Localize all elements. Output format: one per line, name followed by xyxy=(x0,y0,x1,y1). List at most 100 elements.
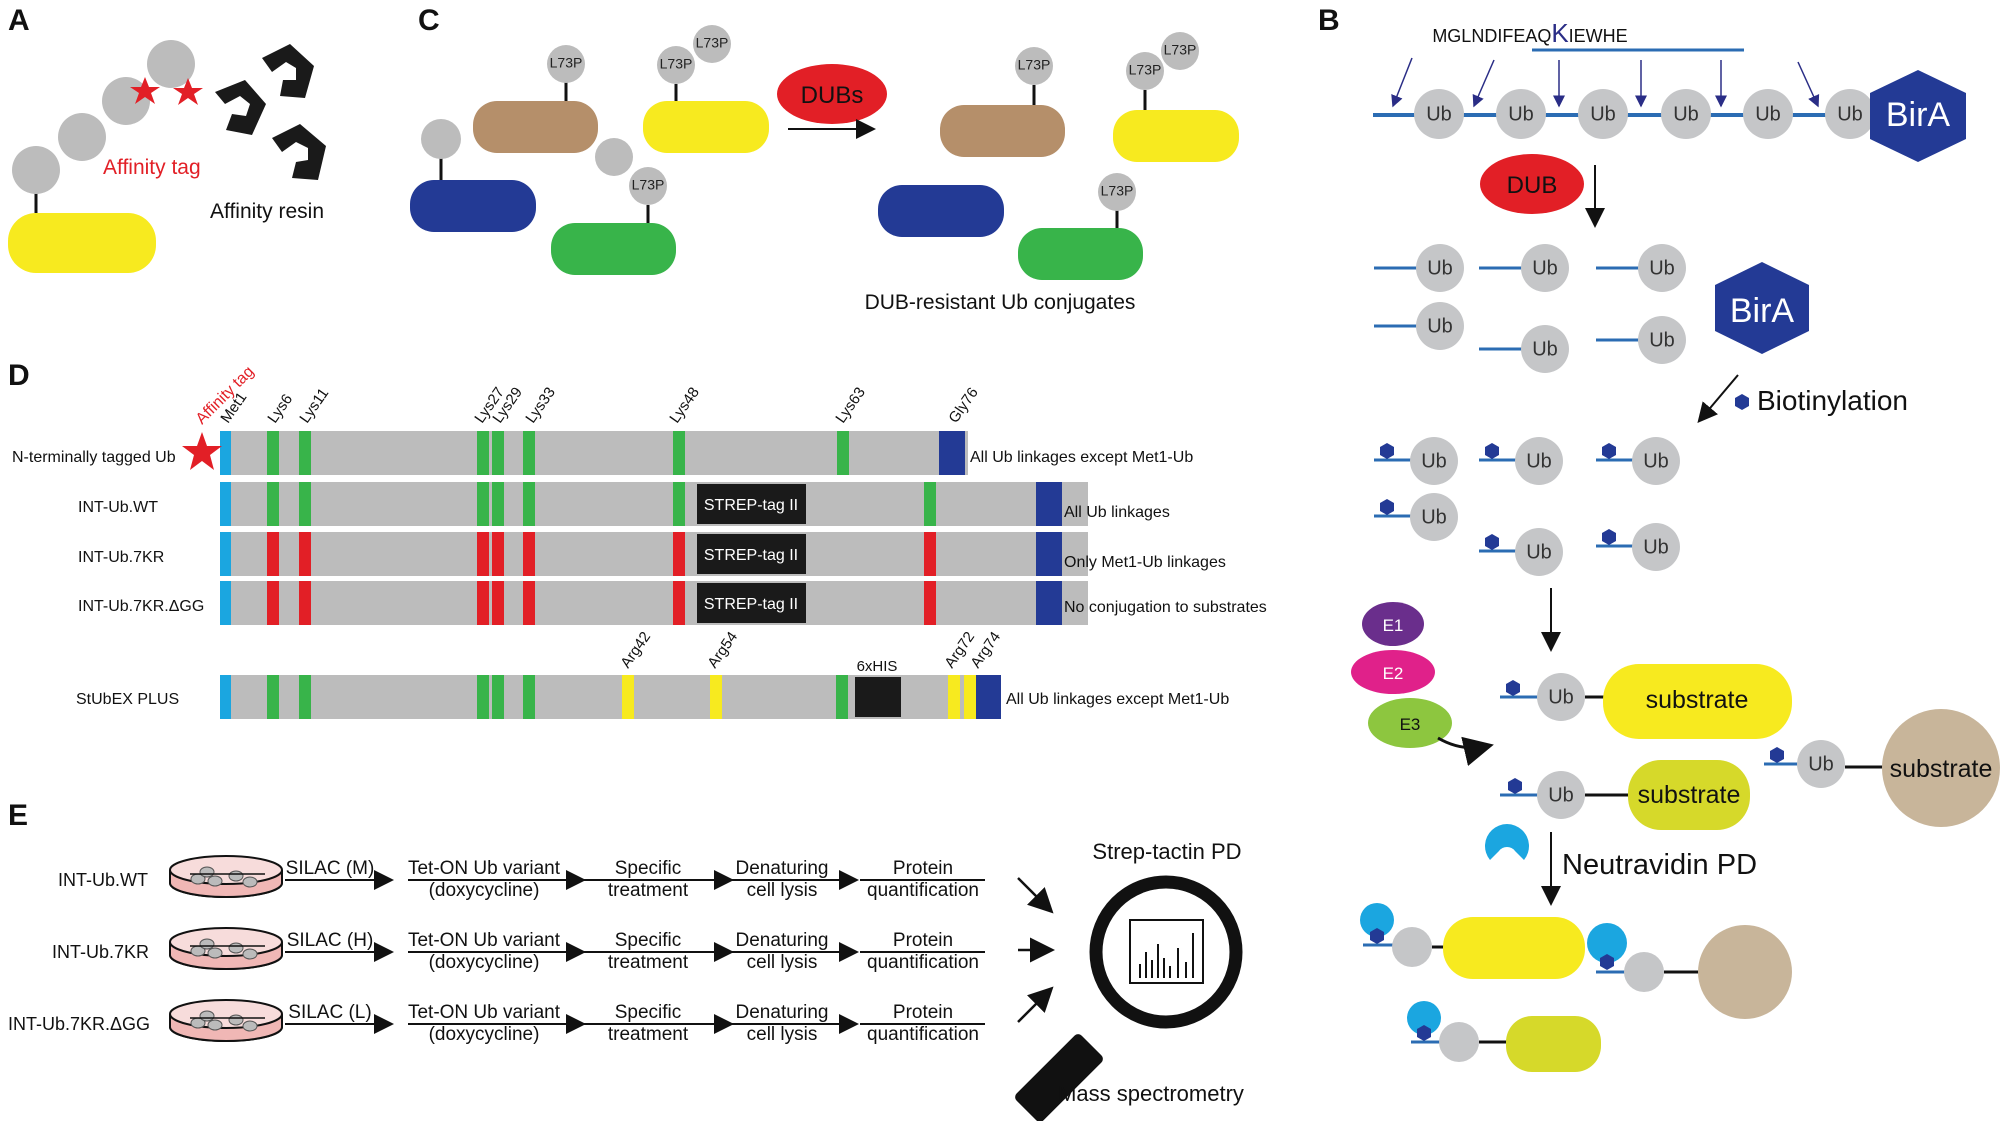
step-label: quantification xyxy=(867,1024,979,1045)
arg-band xyxy=(964,675,976,719)
ub-label: Ub xyxy=(1755,103,1781,125)
lys-band xyxy=(492,581,504,625)
step-label: treatment xyxy=(608,880,689,901)
ub-bead xyxy=(1410,493,1458,541)
lys-band xyxy=(477,431,489,475)
e3-enzyme xyxy=(1368,698,1452,748)
biotin-icon xyxy=(1485,443,1499,459)
arg-band xyxy=(710,675,722,719)
strep-tactin-pd-label: Strep-tactin PD xyxy=(1092,839,1241,864)
step-label: Protein xyxy=(893,930,953,951)
gly76-band xyxy=(939,431,965,475)
lys-band xyxy=(299,675,311,719)
step-label: cell lysis xyxy=(747,1024,818,1045)
step-label: (doxycycline) xyxy=(429,1024,540,1045)
ub-construct-bar xyxy=(220,482,1088,526)
construct-name: INT-Ub.WT xyxy=(78,499,158,516)
lys-band xyxy=(267,675,279,719)
ub-label: Ub xyxy=(1548,686,1574,708)
silac-label: SILAC (M) xyxy=(286,858,375,879)
l73p-tag: L73P xyxy=(696,35,729,51)
neutravidin-icon xyxy=(1485,824,1529,860)
ub-label: Ub xyxy=(1643,536,1669,558)
l73p-tag: L73P xyxy=(1164,42,1197,58)
lys63-band xyxy=(837,431,849,475)
ub-label: Ub xyxy=(1837,103,1863,125)
step-label: (doxycycline) xyxy=(429,952,540,973)
dub-resistant-caption: DUB-resistant Ub conjugates xyxy=(865,291,1136,314)
pulldown-complex xyxy=(1407,1001,1601,1072)
step-label: Protein xyxy=(893,1002,953,1023)
step-label: Tet-ON Ub variant xyxy=(408,1002,561,1023)
step-label: quantification xyxy=(867,880,979,901)
his-tag-label: 6xHIS xyxy=(857,658,898,675)
gly76-band xyxy=(975,675,1001,719)
affinity-tag-label: Affinity tag xyxy=(103,156,201,179)
protein-green xyxy=(551,223,676,275)
lys-band xyxy=(523,431,535,475)
ub-construct-bar xyxy=(220,431,968,475)
ub-bead xyxy=(1578,89,1628,139)
cell-culture-dish xyxy=(169,927,283,970)
lys-band xyxy=(523,675,535,719)
ub-label: Ub xyxy=(1590,103,1616,125)
ub-label: Ub xyxy=(1526,450,1552,472)
mass-spectrometry-label: Mass spectrometry xyxy=(1058,1081,1244,1106)
pulldown-complex xyxy=(1587,923,1792,1019)
step-label: cell lysis xyxy=(747,952,818,973)
strep-tag-box xyxy=(697,534,806,574)
affinity-tag-star xyxy=(130,77,160,104)
ub-bead xyxy=(1825,89,1875,139)
lys-band xyxy=(523,532,535,576)
lys-band xyxy=(299,581,311,625)
lys-band xyxy=(267,581,279,625)
lys-band xyxy=(673,431,685,475)
lys-band xyxy=(299,482,311,526)
ub-label: Ub xyxy=(1421,450,1447,472)
met1-band xyxy=(220,675,231,719)
panel-label-e: E xyxy=(8,799,28,832)
site-label: Lys33 xyxy=(522,384,559,426)
lys-band xyxy=(299,532,311,576)
bira-hexagon xyxy=(1715,262,1809,354)
ub-bead xyxy=(58,113,106,161)
ub-bead xyxy=(1416,302,1464,350)
step-label: treatment xyxy=(608,1024,689,1045)
ub-label: Ub xyxy=(1426,103,1452,125)
ub-bead xyxy=(1743,89,1793,139)
affinity-resin-label: Affinity resin xyxy=(210,200,324,223)
biotin-icon xyxy=(1602,443,1616,459)
arg-label: Arg42 xyxy=(617,629,654,672)
l73p-tag: L73P xyxy=(660,56,693,72)
protein-yellow xyxy=(643,101,769,153)
lys-band xyxy=(523,482,535,526)
gly76-band xyxy=(1036,482,1062,526)
construct-desc: All Ub linkages except Met1-Ub xyxy=(970,449,1193,466)
step-label: (doxycycline) xyxy=(429,880,540,901)
step-label: Tet-ON Ub variant xyxy=(408,930,561,951)
ub-label: Ub xyxy=(1427,315,1453,337)
protein-yellow xyxy=(1113,110,1239,162)
lys-band xyxy=(267,482,279,526)
step-label: Protein xyxy=(893,858,953,879)
arg-label: Arg54 xyxy=(704,629,741,672)
substrate-beige xyxy=(1882,709,2000,827)
panel-label-b: B xyxy=(1318,4,1340,37)
biotin-icon xyxy=(1380,499,1394,515)
protein-green xyxy=(1018,228,1143,280)
biotin-icon xyxy=(1735,394,1749,410)
ub-label: Ub xyxy=(1532,338,1558,360)
panel-c: L73P L73P L73P L73P DUBs L73P L73P L73P xyxy=(410,25,1239,314)
e1-enzyme xyxy=(1362,602,1424,646)
lys63-band xyxy=(924,532,936,576)
construct-name: StUbEX PLUS xyxy=(76,691,179,708)
ms-spectrum-peaks xyxy=(1139,933,1194,978)
substrate-olive xyxy=(1628,760,1750,830)
pulldown-complex xyxy=(1360,903,1585,979)
l73p-tag: L73P xyxy=(1129,62,1162,78)
substrate-yellow xyxy=(1603,664,1792,739)
ub-bead xyxy=(1496,89,1546,139)
silac-label: SILAC (L) xyxy=(288,1002,371,1023)
affinity-resin-shape xyxy=(272,124,326,180)
substrate-label: substrate xyxy=(1646,686,1749,714)
